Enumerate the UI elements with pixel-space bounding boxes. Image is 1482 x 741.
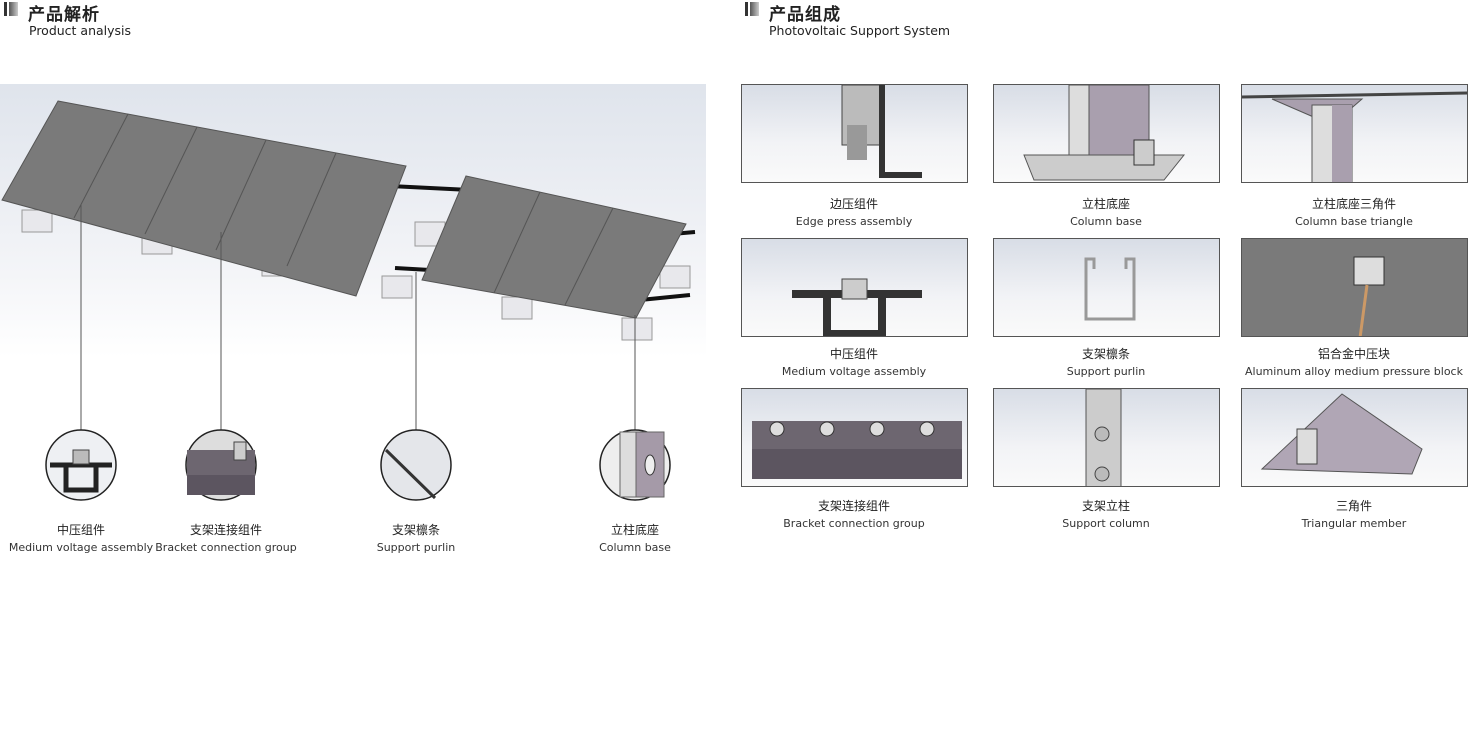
component-image-bracket-connection	[741, 388, 968, 487]
section-marker-icon	[745, 2, 759, 16]
detail-circle-purlin	[380, 429, 452, 501]
component-image-aluminum-pressure-block	[1241, 238, 1468, 337]
component-image-purlin	[993, 238, 1220, 337]
component-image-edge-press	[741, 84, 968, 183]
section-title-en: Product analysis	[29, 23, 132, 38]
detail-circle-column-base	[599, 429, 671, 501]
component-image-column-base-triangle	[1241, 84, 1468, 183]
component-image-medium-voltage	[741, 238, 968, 337]
detail-circle-bracket-connection	[185, 429, 257, 501]
section-title-en: Photovoltaic Support System	[769, 23, 951, 38]
section-marker-icon	[4, 2, 18, 16]
detail-circle-medium-voltage	[45, 429, 117, 501]
pv-array-render	[0, 84, 706, 430]
section-title-zh: 产品组成	[769, 5, 841, 25]
section-title-zh: 产品解析	[28, 5, 100, 25]
component-image-triangular-member	[1241, 388, 1468, 487]
component-image-column-base	[993, 84, 1220, 183]
component-image-support-column	[993, 388, 1220, 487]
